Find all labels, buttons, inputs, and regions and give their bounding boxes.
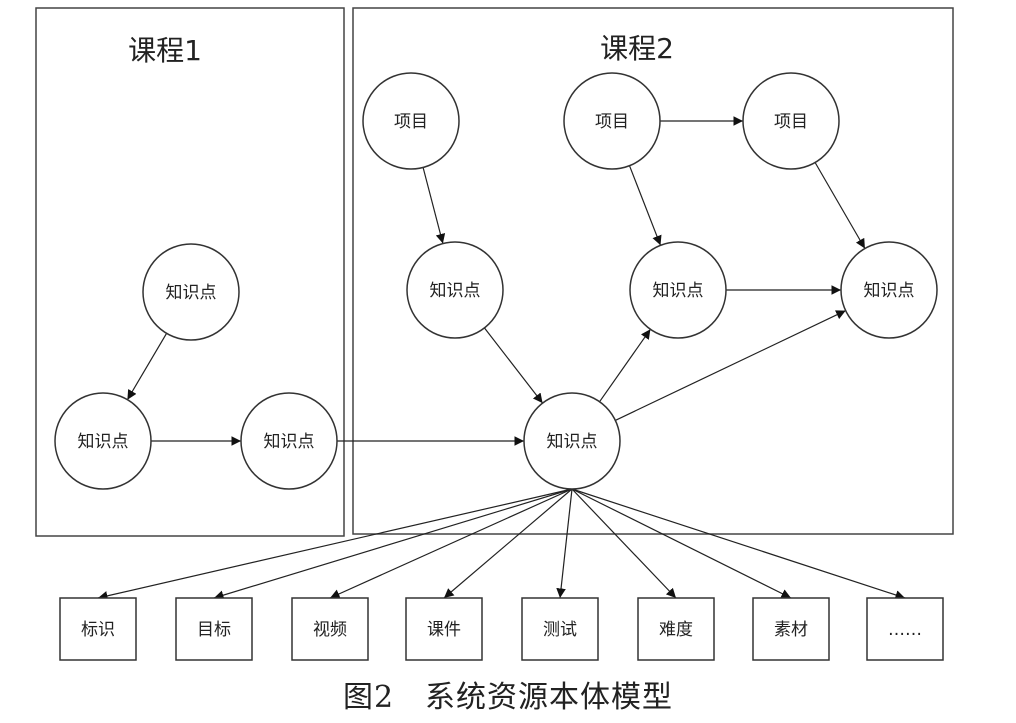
resource-res-goal: 目标 bbox=[175, 597, 253, 661]
resource-label: 视频 bbox=[313, 620, 347, 640]
resource-box bbox=[291, 597, 369, 661]
edge-c2-center-to-res-material bbox=[571, 488, 792, 599]
course-title-course2: 课程2 bbox=[600, 32, 674, 65]
edge-c2-center-to-res-video bbox=[329, 488, 573, 599]
node-label: 知识点 bbox=[430, 281, 481, 301]
edge-c2-center-to-res-more bbox=[571, 488, 906, 600]
node-label: 知识点 bbox=[166, 283, 217, 303]
resource-res-test: 测试 bbox=[521, 597, 599, 661]
node-c1-top: 知识点 bbox=[142, 243, 240, 341]
resource-label: 标识 bbox=[81, 620, 115, 640]
edge-c2-center-to-c2-kp3 bbox=[615, 310, 846, 421]
edge-c2-proj3-to-c2-kp3 bbox=[814, 162, 866, 249]
course-frame-course1 bbox=[35, 7, 345, 537]
edge-c2-proj2-to-c2-kp2 bbox=[628, 165, 662, 246]
node-c2-kp1: 知识点 bbox=[406, 241, 504, 339]
resource-res-more: …… bbox=[866, 597, 944, 661]
resource-label: 测试 bbox=[543, 620, 577, 640]
node-circle bbox=[840, 241, 938, 339]
node-label: 项目 bbox=[394, 112, 428, 132]
resource-box bbox=[405, 597, 483, 661]
node-circle bbox=[629, 241, 727, 339]
resource-label: 素材 bbox=[774, 620, 808, 640]
edge-c2-kp1-to-c2-center bbox=[483, 327, 544, 404]
node-circle bbox=[240, 392, 338, 490]
node-label: 知识点 bbox=[864, 281, 915, 301]
figure-caption: 图2 系统资源本体模型 bbox=[342, 680, 674, 715]
resource-box bbox=[521, 597, 599, 661]
node-c2-proj2: 项目 bbox=[563, 72, 661, 170]
node-label: 项目 bbox=[595, 112, 629, 132]
node-label: 知识点 bbox=[78, 432, 129, 452]
node-circle bbox=[142, 243, 240, 341]
resource-box bbox=[866, 597, 944, 661]
edge-c1-top-to-c1-left bbox=[126, 332, 168, 401]
edge-c2-center-to-c2-kp2 bbox=[599, 328, 651, 403]
node-label: 知识点 bbox=[264, 432, 315, 452]
edge-c2-center-to-res-slides bbox=[443, 488, 573, 599]
resource-res-video: 视频 bbox=[291, 597, 369, 661]
resource-box bbox=[637, 597, 715, 661]
resource-res-material: 素材 bbox=[752, 597, 830, 661]
node-circle bbox=[406, 241, 504, 339]
node-label: 项目 bbox=[774, 112, 808, 132]
resource-res-id: 标识 bbox=[59, 597, 137, 661]
node-circle bbox=[742, 72, 840, 170]
node-c2-proj3: 项目 bbox=[742, 72, 840, 170]
resource-res-slides: 课件 bbox=[405, 597, 483, 661]
course-title-course1: 课程1 bbox=[128, 34, 202, 67]
course-frame-course2 bbox=[352, 7, 954, 535]
edge-c2-center-to-res-test bbox=[556, 488, 573, 599]
node-c1-left: 知识点 bbox=[54, 392, 152, 490]
resource-label: 难度 bbox=[659, 620, 693, 640]
node-c2-kp3: 知识点 bbox=[840, 241, 938, 339]
node-circle bbox=[54, 392, 152, 490]
node-c2-center: 知识点 bbox=[523, 392, 621, 490]
node-circle bbox=[523, 392, 621, 490]
edge-c2-proj1-to-c2-kp1 bbox=[422, 167, 446, 244]
node-circle bbox=[563, 72, 661, 170]
resource-label: 目标 bbox=[197, 620, 231, 640]
node-label: 知识点 bbox=[547, 432, 598, 452]
edge-c2-center-to-res-id bbox=[97, 488, 573, 601]
node-label: 知识点 bbox=[653, 281, 704, 301]
resource-label: 课件 bbox=[427, 620, 461, 640]
resource-box bbox=[752, 597, 830, 661]
node-c2-kp2: 知识点 bbox=[629, 241, 727, 339]
resource-box bbox=[175, 597, 253, 661]
node-c2-proj1: 项目 bbox=[362, 72, 460, 170]
edge-c2-center-to-res-goal bbox=[213, 488, 573, 600]
resource-label: …… bbox=[888, 620, 922, 640]
node-circle bbox=[362, 72, 460, 170]
resource-box bbox=[59, 597, 137, 661]
edge-c2-center-to-res-difficulty bbox=[571, 488, 677, 599]
resource-res-difficulty: 难度 bbox=[637, 597, 715, 661]
node-c1-right: 知识点 bbox=[240, 392, 338, 490]
